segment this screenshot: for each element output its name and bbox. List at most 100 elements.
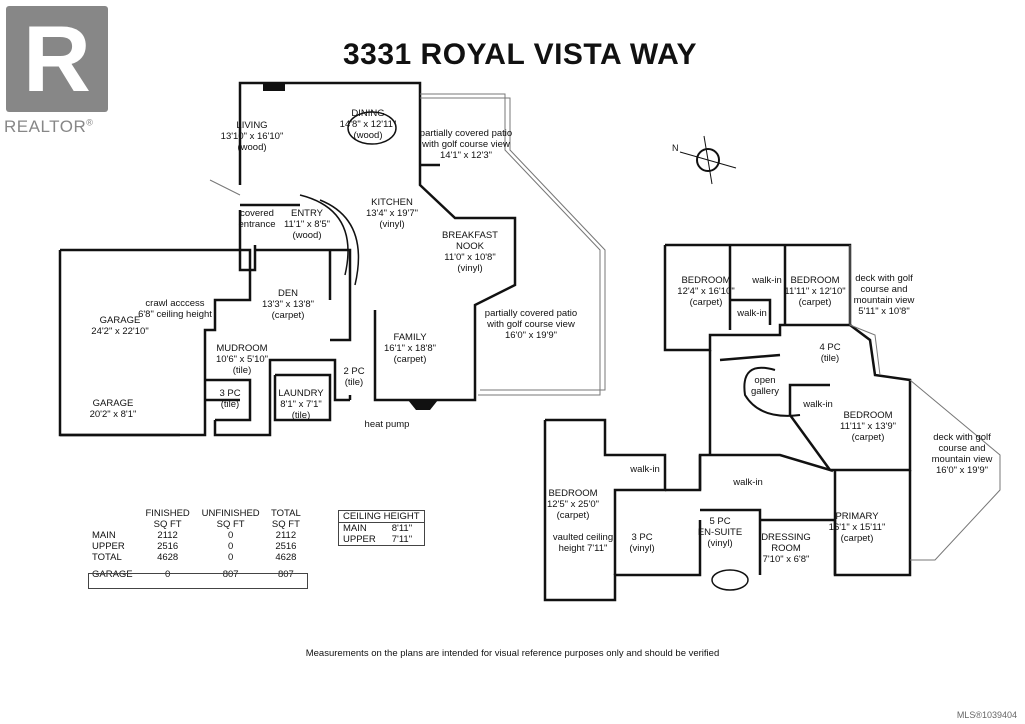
room-label-line: (wood) — [353, 130, 383, 141]
room-label-line: (carpet) — [393, 354, 427, 365]
room-label-line: 16'0" x 19'9" — [935, 465, 989, 476]
realtor-logo-letter: R — [23, 6, 91, 111]
room-label-walkin2: walk-in — [737, 308, 767, 319]
room-label-3pc-main: 3 PC(tile) — [219, 388, 240, 410]
room-label-3pc-up: 3 PC(vinyl) — [629, 532, 654, 554]
room-label-line: ROOM — [771, 543, 801, 554]
floorplan-title: 3331 ROYAL VISTA WAY — [342, 38, 698, 71]
room-label-line: 4 PC — [819, 342, 841, 353]
room-label-line: (vinyl) — [457, 263, 483, 274]
room-label-walkin5: walk-in — [630, 464, 660, 475]
realtor-logo-box — [6, 6, 108, 112]
room-label-line: (vinyl) — [629, 543, 655, 554]
room-label-line: 11'0" x 10'8" — [444, 252, 496, 263]
realtor-wordmark-text: REALTOR — [4, 117, 87, 136]
table-cell: TOTAL — [271, 508, 301, 519]
room-label-line: 13'4" x 19'7" — [365, 208, 419, 219]
room-label-line: 11'11" x 12'10" — [784, 286, 846, 297]
room-label-line: walk-in — [737, 308, 767, 319]
room-label-4pc: 4 PC(tile) — [819, 342, 840, 364]
room-label-line: (carpet) — [556, 510, 590, 521]
room-label-line: (vinyl) — [707, 538, 733, 549]
table-cell: 8'11" — [391, 523, 413, 534]
room-label-line: BEDROOM — [790, 275, 840, 286]
room-label-line: 7'10" x 6'8" — [762, 554, 810, 565]
table-cell: 4628 — [275, 552, 297, 563]
room-label-line: (carpet) — [271, 310, 305, 321]
room-label-line: walk-in — [733, 477, 763, 488]
room-label-line: covered — [240, 208, 274, 219]
room-label-line: course and — [860, 284, 908, 295]
room-label-line: walk-in — [752, 275, 782, 286]
room-label-line: PRIMARY — [835, 511, 879, 522]
room-label-line: 14'8" x 12'11" — [339, 119, 397, 130]
fireplace-family — [408, 400, 438, 410]
room-label-line: 3 PC — [219, 388, 241, 399]
room-label-line: 6'8" ceiling height — [138, 309, 212, 320]
room-label-line: walk-in — [803, 399, 833, 410]
compass-north-label: N — [672, 143, 679, 153]
room-label-line: GARAGE — [99, 315, 141, 326]
room-label-line: BEDROOM — [548, 488, 598, 499]
room-label-line: BEDROOM — [681, 275, 731, 286]
table-cell: 2112 — [157, 530, 178, 541]
room-label-line: deck with golf — [933, 432, 991, 443]
room-label-line: (tile) — [344, 377, 364, 388]
main-floor-walls — [58, 81, 517, 437]
room-label-walkin1: walk-in — [752, 275, 782, 286]
ceiling-table-header: CEILING HEIGHT — [338, 510, 425, 523]
room-label-line: (wood) — [237, 142, 267, 153]
room-label-walkin3: walk-in — [803, 399, 833, 410]
room-label-line: 14'1" x 12'3" — [439, 150, 493, 161]
room-label-heatpump: heat pump — [365, 419, 410, 430]
room-label-line: heat pump — [364, 419, 410, 430]
room-label-line: 2 PC — [343, 366, 365, 377]
table-cell: SQ FT — [153, 519, 182, 530]
room-label-line: 13'10" x 16'10" — [220, 131, 284, 142]
room-label-line: BREAKFAST — [442, 230, 498, 241]
room-label-line: with golf course view — [487, 319, 575, 330]
table-cell: 7'11" — [391, 534, 413, 545]
room-label-walkin4: walk-in — [733, 477, 763, 488]
room-label-line: (tile) — [220, 399, 240, 410]
table-cell: 807 — [277, 569, 294, 580]
room-label-line: 16'1" x 15'11" — [828, 522, 886, 533]
table-cell: FINISHED — [145, 508, 190, 519]
room-label-line: (vinyl) — [379, 219, 405, 230]
table-cell: UNFINISHED — [201, 508, 260, 519]
room-label-line: 12'4" x 16'10" — [677, 286, 735, 297]
room-label-line: (carpet) — [851, 432, 885, 443]
room-label-line: KITCHEN — [371, 197, 413, 208]
room-label-line: course and — [938, 443, 986, 454]
upper-deck-outlines — [849, 245, 1001, 561]
room-label-line: MUDROOM — [216, 343, 268, 354]
room-label-line: mountain view — [853, 295, 915, 306]
table-cell: 2516 — [275, 541, 297, 552]
fireplace-living — [263, 83, 285, 91]
room-label-line: open — [754, 375, 776, 386]
room-label-line: 16'1" x 18'8" — [383, 343, 437, 354]
table-cell: 0 — [227, 530, 234, 541]
table-cell: GARAGE — [92, 569, 133, 580]
